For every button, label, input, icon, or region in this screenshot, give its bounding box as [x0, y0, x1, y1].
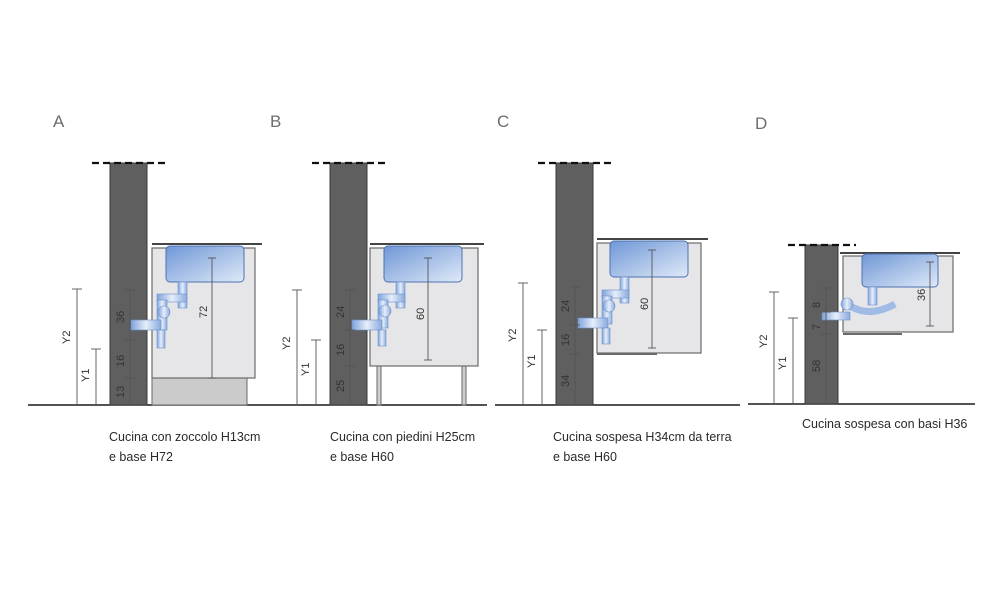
- panel-b-dim-sink: 60: [415, 308, 427, 320]
- panel-a-caption-line2: e base H72: [109, 450, 173, 464]
- panel-b-dim-upper: 24: [335, 306, 347, 318]
- panel-d-caption-line1: Cucina sospesa con basi H36: [802, 417, 968, 431]
- panel-a-sink: [165, 245, 245, 283]
- panel-c-dim-lower: 34: [560, 375, 572, 387]
- panel-d-dim-upper: 8: [811, 302, 823, 308]
- panel-a-label-y1: Y1: [80, 369, 92, 382]
- panel-c-letter: C: [497, 112, 510, 131]
- panel-a-drawing: Y2 Y1 13 16 36 72: [61, 161, 262, 406]
- panel-a-plinth: [151, 377, 248, 406]
- panel-b-letter: B: [270, 112, 282, 131]
- panel-d-wall: [804, 244, 839, 405]
- panel-d-dim-lower: 58: [811, 360, 823, 372]
- panel-c-dim-sink: 60: [639, 298, 651, 310]
- panel-c-drawing: Y2 Y1 34 16 24 60: [507, 161, 708, 406]
- panel-b-dim-lower: 25: [335, 380, 347, 392]
- panel-c-dim-mid: 16: [560, 334, 572, 346]
- panel-d-dim-mid: 7: [811, 324, 823, 330]
- panel-b-sink: [383, 245, 463, 283]
- panel-c-caption: Cucina sospesa H34cm da terra e base H60: [553, 427, 732, 467]
- panel-a-label-y2: Y2: [61, 331, 73, 344]
- panel-b-leg-left: [376, 365, 382, 406]
- panel-d-label-y1: Y1: [777, 357, 789, 370]
- panel-b-wall: [329, 162, 368, 406]
- panel-a-dim-lower: 13: [115, 386, 127, 398]
- panel-b-dim-mid: 16: [335, 344, 347, 356]
- panel-d-label-y2: Y2: [758, 335, 770, 348]
- panel-b-drawing: Y2 Y1 25 16 24 60: [281, 161, 484, 406]
- panel-c-dim-upper: 24: [560, 300, 572, 312]
- panel-a-caption-line1: Cucina con zoccolo H13cm: [109, 430, 261, 444]
- panel-a-wall: [109, 162, 148, 406]
- panel-c-wall: [555, 162, 594, 406]
- panel-b-caption-line1: Cucina con piedini H25cm: [330, 430, 476, 444]
- panel-c-label-y2: Y2: [507, 329, 519, 342]
- panel-d-letter: D: [755, 114, 768, 133]
- panel-d-caption: Cucina sospesa con basi H36: [802, 414, 967, 434]
- panel-b-caption-line2: e base H60: [330, 450, 394, 464]
- panel-b-label-y2: Y2: [281, 337, 293, 350]
- panel-b-label-y1: Y1: [300, 363, 312, 376]
- panel-c-caption-line1: Cucina sospesa H34cm da terra: [553, 430, 732, 444]
- panel-b-leg-right: [461, 365, 467, 406]
- panel-d-drawing: Y2 Y1 58 7 8 36: [758, 243, 960, 405]
- panel-a-caption: Cucina con zoccolo H13cm e base H72: [109, 427, 260, 467]
- panel-c-sink: [609, 240, 689, 278]
- panel-a-dim-upper: 36: [115, 311, 127, 323]
- panel-b-caption: Cucina con piedini H25cm e base H60: [330, 427, 475, 467]
- panel-d-sink: [861, 253, 939, 288]
- panel-a-dim-mid: 16: [115, 355, 127, 367]
- panel-a-dim-sink: 72: [198, 306, 210, 318]
- panel-a-letter: A: [53, 112, 65, 131]
- panel-c-label-y1: Y1: [526, 355, 538, 368]
- panel-c-caption-line2: e base H60: [553, 450, 617, 464]
- panel-d-dim-sink: 36: [916, 289, 928, 301]
